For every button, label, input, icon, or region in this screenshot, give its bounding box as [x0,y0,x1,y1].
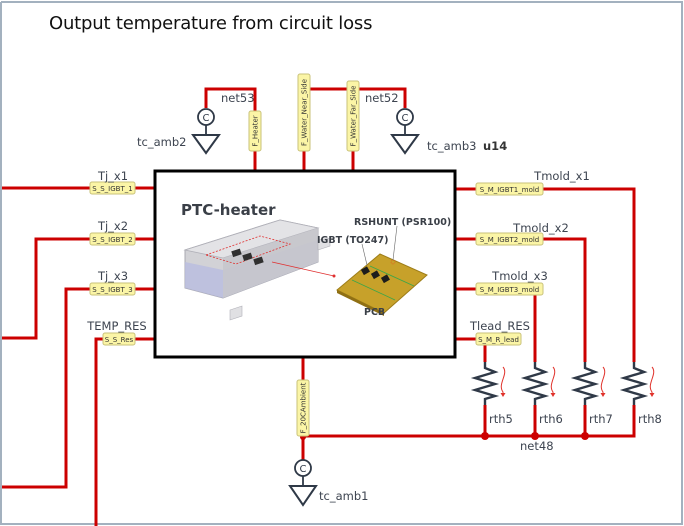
heat-flow-icon [500,366,506,395]
signal-label-tlead-res: Tlead_RES [469,319,530,333]
svg-text:S_S_Res: S_S_Res [105,336,134,344]
source-label-tc-amb3: tc_amb3 [427,139,476,153]
net-label-net48: net48 [520,439,554,453]
junction-dot [581,432,589,440]
resistor-rth5[interactable]: rth5 [470,362,513,426]
port-s-s-res[interactable]: S_S_Res [102,332,136,346]
svg-text:S_M_R_lead: S_M_R_lead [478,336,519,344]
resistor-rth6[interactable]: rth6 [520,362,563,426]
port-f-water-far-side[interactable]: F_Water_Far_Side [346,80,360,152]
port-s-m-igbt1-mold[interactable]: S_M_IGBT1_mold [475,182,544,196]
net-label-net53: net53 [221,91,255,105]
signal-label-tj-x2: Tj_x2 [97,219,128,233]
signal-label-tmold-x1: Tmold_x1 [533,169,590,183]
svg-text:S_S_IGBT_3: S_S_IGBT_3 [92,286,132,294]
top-ports: F_Heater F_Water_Near_Side F_Water_Far_S… [248,73,360,152]
source-symbol: C [300,464,307,475]
port-s-s-igbt-1[interactable]: S_S_IGBT_1 [89,181,136,195]
source-label-tc-amb2: tc_amb2 [137,135,186,149]
source-symbol: C [402,113,409,124]
resistor-group: rth5 rth6 rth7 rth8 [470,362,662,426]
signal-label-tmold-x2: Tmold_x2 [512,221,569,235]
heat-flow-icon [550,366,556,395]
port-s-s-igbt-2[interactable]: S_S_IGBT_2 [89,232,136,246]
pcb-label: PCB [364,307,385,318]
diagram-title: Output temperature from circuit loss [49,13,373,34]
junction-dots [300,432,589,440]
wire-net48 [303,405,636,438]
junction-dot [531,432,539,440]
port-f-20cambient[interactable]: F_20CAmbient [296,379,310,437]
resistor-label: rth5 [489,412,513,426]
resistor-rth7[interactable]: rth7 [570,362,613,426]
heat-flow-icon [600,366,606,395]
block-title: PTC-heater [181,201,276,219]
heater-module-image [183,219,336,321]
heat-flow-icon [649,366,655,395]
left-ports: S_S_IGBT_1 Tj_x1 S_S_IGBT_2 Tj_x2 S_S_IG… [86,169,147,346]
port-s-s-igbt-3[interactable]: S_S_IGBT_3 [89,282,136,296]
svg-text:F_20CAmbient: F_20CAmbient [300,382,308,433]
svg-text:F_Water_Near_Side: F_Water_Near_Side [301,79,309,146]
wire-temp-res [94,337,155,526]
port-f-water-near-side[interactable]: F_Water_Near_Side [297,73,311,152]
heat-arrowhead-icon [600,393,606,397]
junction-dot [481,432,489,440]
source-tc-amb2[interactable]: C [191,108,221,155]
source-label-tc-amb1: tc_amb1 [319,489,368,503]
wire-net52 [304,87,355,171]
right-ports: S_M_IGBT1_mold Tmold_x1 S_M_IGBT2_mold T… [469,169,590,346]
resistor-rth8[interactable]: rth8 [619,362,662,426]
svg-text:S_S_IGBT_2: S_S_IGBT_2 [92,236,132,244]
signal-label-temp-res: TEMP_RES [86,319,146,333]
svg-text:F_Water_Far_Side: F_Water_Far_Side [350,86,358,147]
svg-text:S_M_IGBT2_mold: S_M_IGBT2_mold [480,236,540,244]
heat-arrowhead-icon [550,393,556,397]
signal-label-tj-x3: Tj_x3 [97,269,128,283]
svg-text:S_M_IGBT1_mold: S_M_IGBT1_mold [480,186,540,194]
signal-label-tmold-x3: Tmold_x3 [491,269,548,283]
svg-text:S_M_IGBT3_mold: S_M_IGBT3_mold [480,286,540,294]
resistor-label: rth6 [539,412,563,426]
port-f-heater[interactable]: F_Heater [248,110,262,152]
source-tc-amb3[interactable]: C [390,108,420,155]
resistor-label: rth8 [638,412,662,426]
pcb-image [336,225,428,316]
port-s-m-igbt2-mold[interactable]: S_M_IGBT2_mold [475,232,544,246]
igbt-label: IGBT (TO247) [317,235,388,246]
rshunt-label: RSHUNT (PSR100) [354,217,451,228]
block-instance-label: u14 [483,139,507,153]
net-label-net52: net52 [365,91,399,105]
wire-net52-b [353,87,407,108]
heat-arrowhead-icon [649,393,655,397]
signal-label-tj-x1: Tj_x1 [97,169,128,183]
ptc-heater-block[interactable]: PTC-heater [153,169,457,359]
port-s-m-r-lead[interactable]: S_M_R_lead [475,332,522,346]
heat-arrowhead-icon [500,393,506,397]
source-symbol: C [203,113,210,124]
resistor-label: rth7 [589,412,613,426]
svg-text:F_Heater: F_Heater [252,115,260,146]
port-s-m-igbt3-mold[interactable]: S_M_IGBT3_mold [475,282,544,296]
source-tc-amb1[interactable]: C [288,459,318,507]
svg-text:S_S_IGBT_1: S_S_IGBT_1 [92,185,132,193]
